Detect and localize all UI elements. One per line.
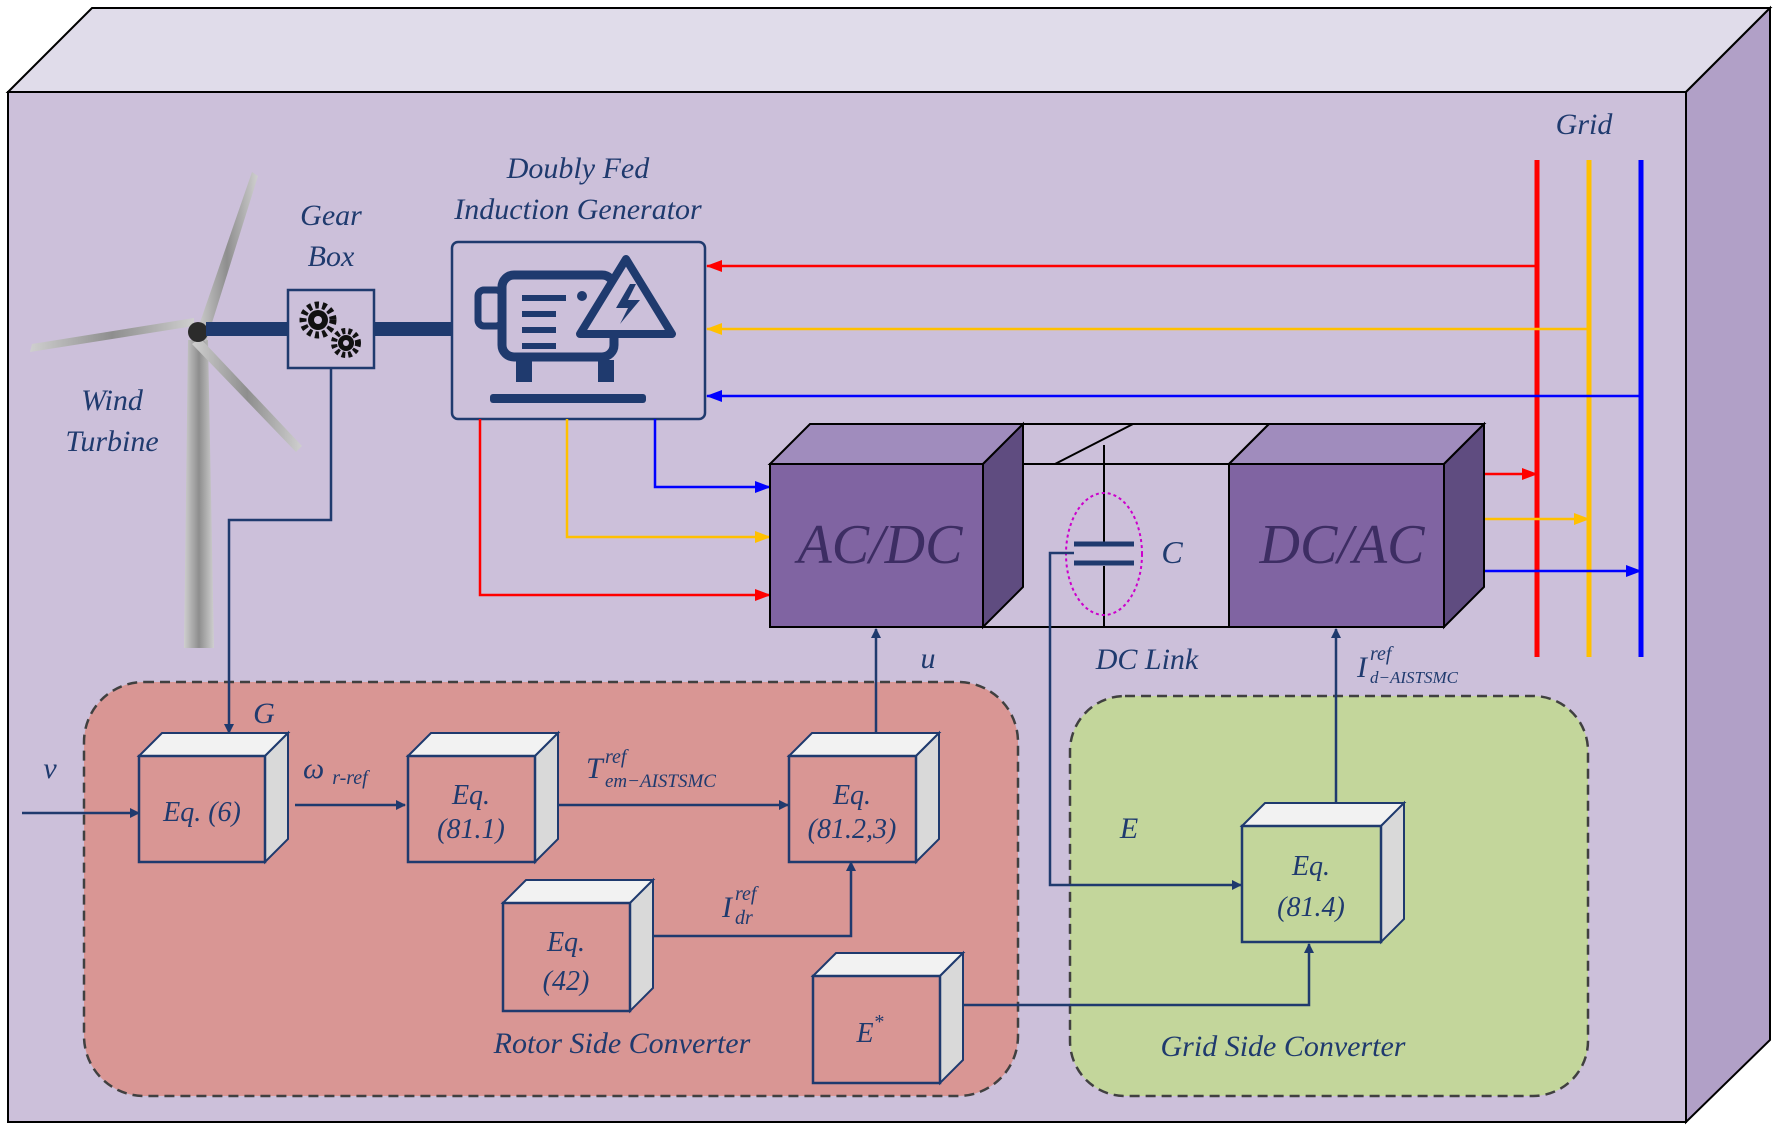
eq81-1-label-line1: Eq.: [451, 780, 490, 811]
g-label: G: [253, 697, 275, 730]
gear-box: [286, 288, 376, 370]
eq81-1-label-line2: (81.1): [437, 814, 505, 845]
dc-ac-converter: [1226, 421, 1487, 630]
idr-ref-label-main: I: [721, 891, 734, 924]
dc-link-box: [980, 423, 1272, 628]
wind-turbine-label-line1: Wind: [81, 384, 144, 417]
eq42-label-line2: (42): [543, 966, 590, 997]
eq6-label: Eq. (6): [162, 797, 241, 828]
high-voltage-icon: [576, 255, 676, 338]
eq42-block: [500, 877, 656, 1014]
gear-box-label-line2: Box: [308, 240, 355, 273]
e-star-signal: [963, 943, 1314, 1007]
rotor-line-phase-a: [478, 419, 771, 601]
idr-ref-label-sup: ref: [735, 883, 759, 905]
eq6-block: [136, 730, 291, 865]
ac-dc-converter: [767, 421, 1026, 630]
eq42-label-line1: Eq.: [546, 927, 585, 958]
dc-link-label: DC Link: [1095, 643, 1199, 676]
id-ref-label-sub: d−AISTSMC: [1370, 668, 1459, 687]
id-ref-label-sup: ref: [1370, 643, 1394, 665]
rotor-line-phase-c: [653, 419, 771, 493]
wind-turbine-label-line2: Turbine: [65, 425, 158, 458]
e-measured-signal: [1048, 551, 1242, 890]
grid-side-converter-label: Grid Side Converter: [1161, 1030, 1406, 1063]
eq81-4-label-line1: Eq.: [1291, 851, 1330, 882]
eq81-2-3-label-line1: Eq.: [832, 780, 871, 811]
grid-label: Grid: [1556, 108, 1614, 141]
dfig-label-line2: Induction Generator: [453, 193, 702, 226]
torque-ref-label-sub: em−AISTSMC: [605, 771, 716, 792]
capacitor-label: C: [1161, 534, 1183, 570]
dfig-label-line1: Doubly Fed: [506, 152, 650, 185]
e-star-label: E*: [855, 1011, 883, 1049]
torque-ref-label-sup: ref: [605, 746, 629, 768]
background-top-face: [5, 7, 1773, 93]
torque-ref-label-main: T: [586, 752, 605, 785]
eq81-4-block: [1239, 800, 1407, 945]
eq81-4-label-line2: (81.4): [1277, 892, 1345, 923]
eq81-2-3-block: [786, 730, 942, 865]
generator-block: [450, 240, 707, 421]
id-ref-label-main: I: [1356, 651, 1369, 684]
eq81-1-block: [405, 730, 561, 865]
idr-ref-signal: [653, 861, 856, 938]
signal-wiring: [22, 368, 1341, 1007]
e-label: E: [1119, 812, 1138, 845]
background-side-face: [1685, 5, 1771, 1125]
e-star-block: [810, 950, 966, 1086]
eq81-2-3-label-line2: (81.2,3): [808, 814, 897, 845]
rotor-side-converter-label: Rotor Side Converter: [493, 1027, 751, 1060]
rotor-line-phase-b: [565, 419, 771, 543]
wind-turbine-icon: [30, 172, 302, 648]
idr-ref-label-sub: dr: [735, 907, 753, 929]
gearbox-to-eq6-signal: [224, 368, 333, 734]
shaft-turbine-gearbox: [206, 322, 288, 336]
v-label: v: [43, 752, 57, 785]
dc-ac-label: DC/AC: [1259, 514, 1426, 576]
ac-dc-label: AC/DC: [794, 514, 964, 576]
gears-icon: [299, 301, 361, 358]
shaft-gearbox-generator: [374, 322, 460, 336]
gear-box-label-line1: Gear: [300, 199, 362, 232]
u-label: u: [921, 642, 936, 675]
